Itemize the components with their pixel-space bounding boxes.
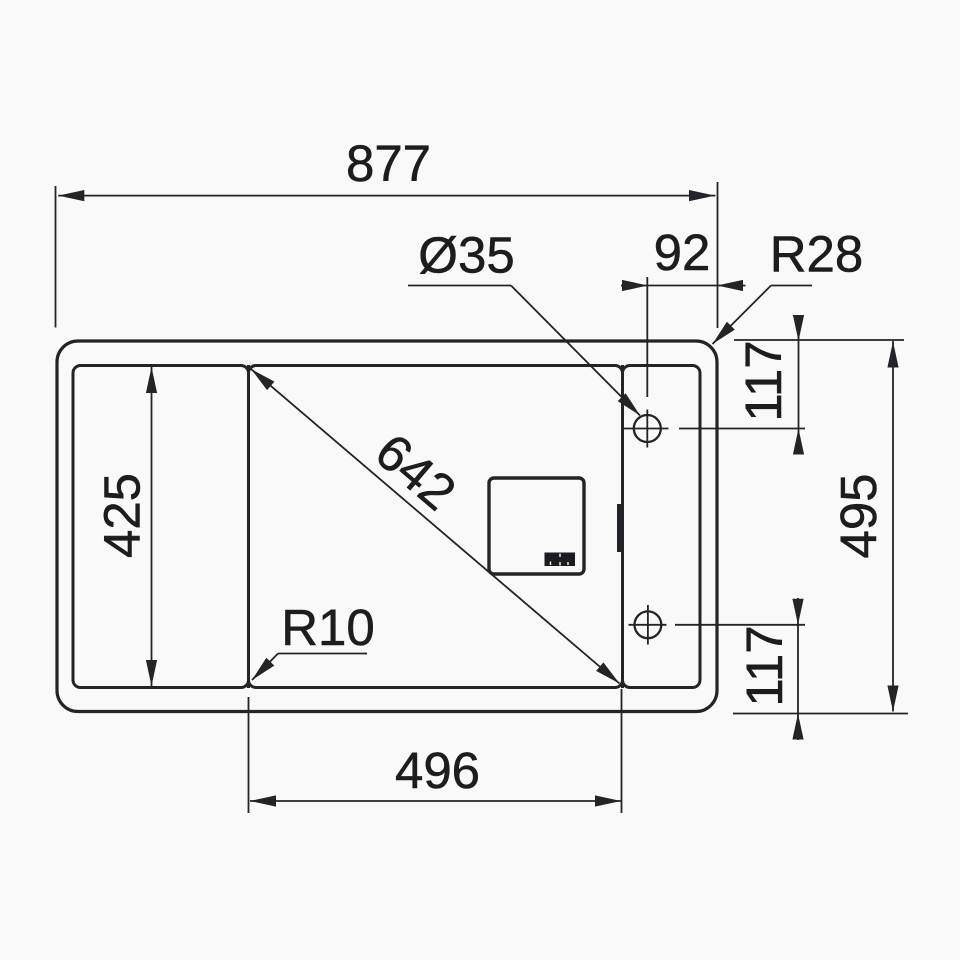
svg-text:496: 496 bbox=[395, 742, 480, 799]
svg-text:495: 495 bbox=[830, 473, 887, 558]
svg-text:Ø35: Ø35 bbox=[418, 227, 514, 284]
svg-text:117: 117 bbox=[735, 340, 792, 421]
svg-text:425: 425 bbox=[94, 473, 151, 558]
svg-text:R28: R28 bbox=[770, 226, 864, 283]
svg-text:R10: R10 bbox=[281, 599, 375, 656]
svg-text:92: 92 bbox=[654, 224, 711, 281]
svg-text:877: 877 bbox=[346, 135, 431, 192]
svg-text:117: 117 bbox=[736, 625, 793, 706]
